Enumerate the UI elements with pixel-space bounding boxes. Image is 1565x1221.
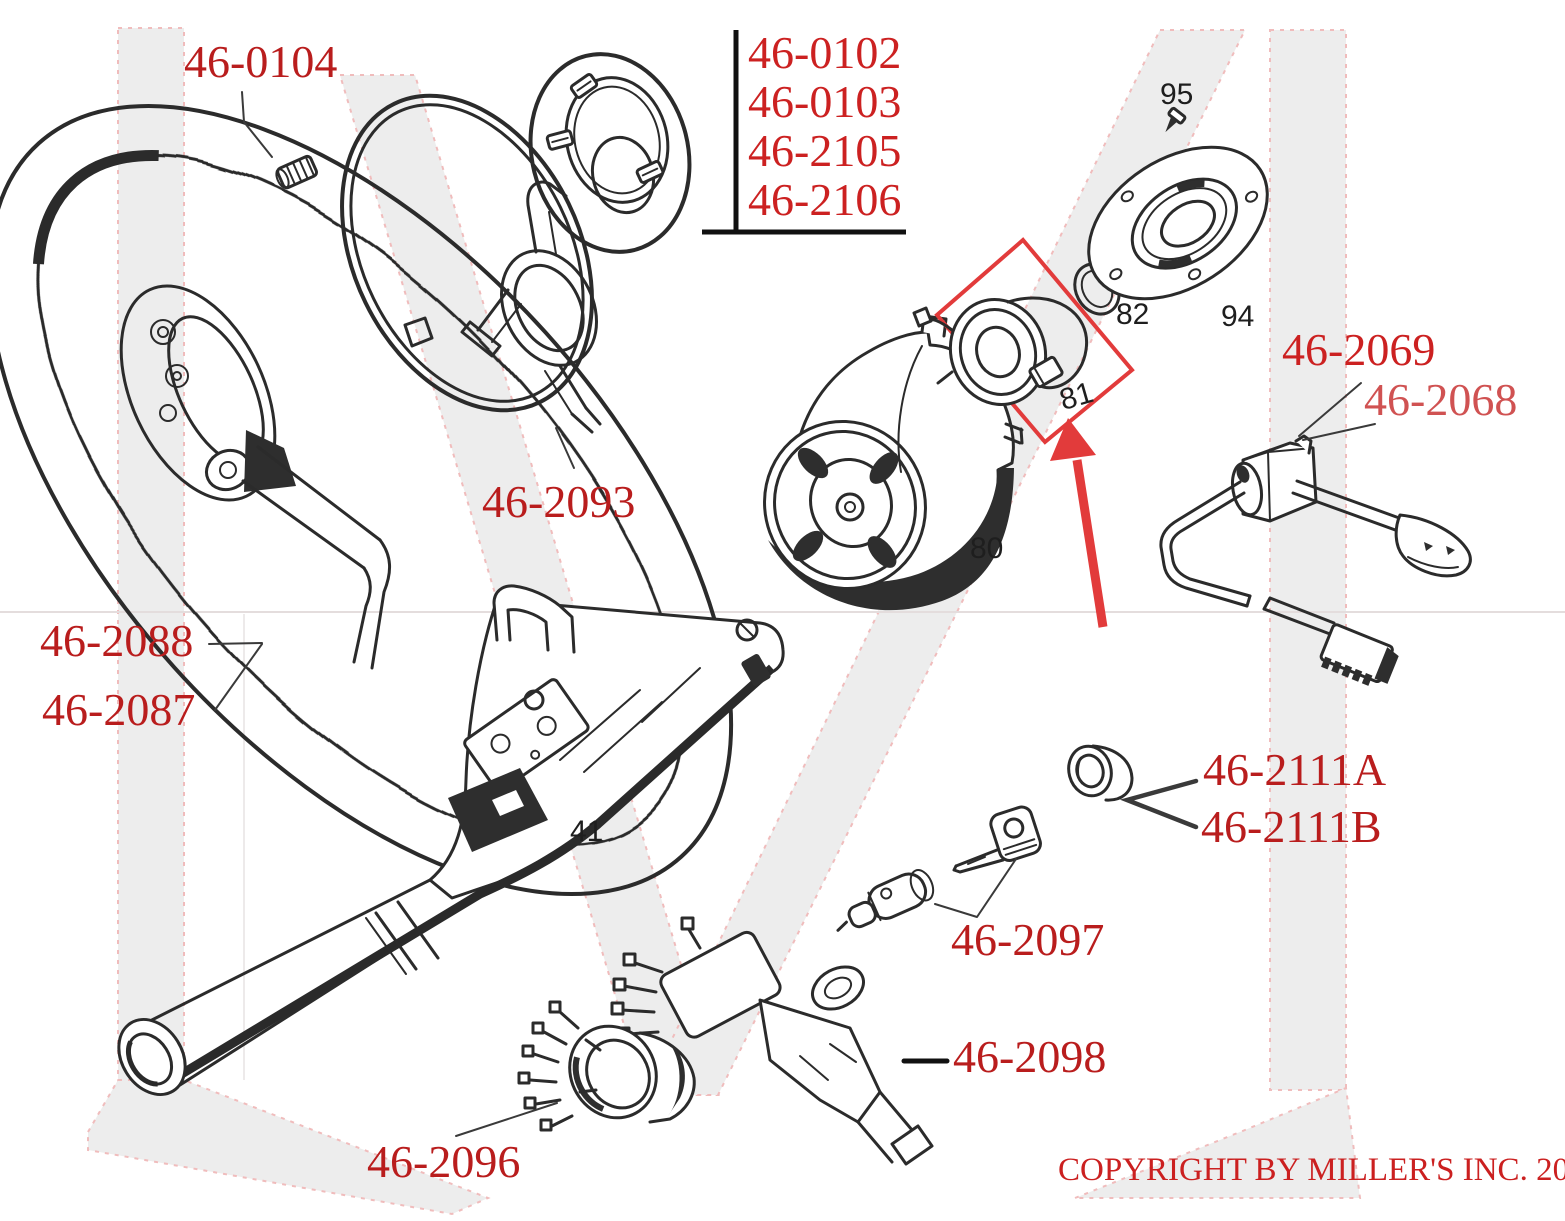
copyright-notice: COPYRIGHT BY MILLER'S INC. 2005: [1058, 1152, 1565, 1188]
part-list-item: 46-2105: [748, 125, 902, 176]
part-label-46-2098: 46-2098: [953, 1031, 1107, 1082]
part-label-46-2096: 46-2096: [367, 1136, 521, 1187]
ignition-switch-drawing: [610, 916, 934, 1166]
horn-contact-ring-drawing: [340, 93, 602, 434]
part-label-46-2088: 46-2088: [40, 615, 194, 666]
ignition-key-drawing: [952, 805, 1042, 874]
part-list-item: 46-0102: [748, 27, 902, 78]
item-number-41: 41: [570, 815, 604, 848]
item-number-95: 95: [1160, 78, 1194, 111]
item-number-80: 80: [970, 532, 1004, 565]
part-label-46-2087: 46-2087: [42, 684, 196, 735]
highlight-box-red: [934, 237, 1135, 445]
horn-cover-disc-drawing: [528, 52, 692, 254]
lock-barrel-drawing: [836, 869, 935, 932]
screw-95-drawing: [1165, 106, 1187, 133]
leader-lines: [208, 91, 1376, 1137]
turn-signal-switch-drawing: [1159, 434, 1472, 686]
multipin-connector-drawing: [517, 1000, 696, 1132]
flange-plate-94-drawing: [1087, 145, 1269, 301]
part-list-frame: [702, 30, 906, 235]
millers-watermark-m: [87, 27, 1362, 1216]
part-label-46-2068: 46-2068: [1364, 374, 1518, 425]
grub-screw-drawing: [275, 154, 319, 190]
horn-contact-81-drawing: [912, 296, 1089, 406]
part-label-46-2111b: 46-2111B: [1201, 801, 1382, 852]
item-number-82: 82: [1116, 298, 1150, 331]
part-label-46-2093: 46-2093: [482, 476, 636, 527]
part-list-item: 46-0103: [748, 76, 902, 127]
steering-column-drawing: [117, 584, 785, 1096]
part-label-46-2097: 46-2097: [951, 914, 1105, 965]
item-number-94: 94: [1221, 300, 1255, 333]
part-list-item: 46-2106: [748, 174, 902, 225]
part-label-46-2111a: 46-2111A: [1203, 744, 1387, 795]
part-label-46-2069: 46-2069: [1282, 324, 1436, 375]
horn-motor-drawing: [763, 314, 1024, 611]
part-list: 46-0102 46-0103 46-2105 46-2106: [748, 28, 901, 224]
column-bushing-drawing: [1067, 744, 1134, 802]
part-label-46-0104: 46-0104: [184, 36, 338, 87]
highlight-arrow-red: [1050, 418, 1108, 628]
steering-wheel-drawing: [0, 104, 734, 896]
